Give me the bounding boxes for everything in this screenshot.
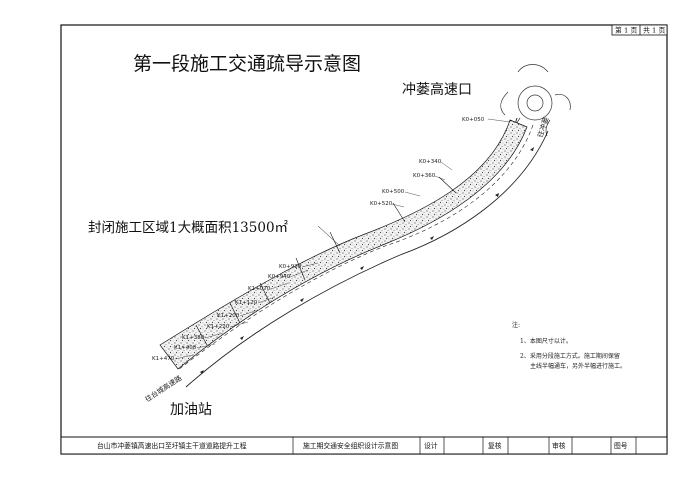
page-indicator: 第 1 页 共 1 页	[611, 24, 668, 36]
zone-label: 封闭施工区域1大概面积13500㎡	[88, 220, 289, 236]
zone-leader	[317, 225, 341, 247]
notes-heading: 注:	[512, 321, 520, 329]
station-label: K0+340	[419, 159, 442, 165]
station-label: K0+940	[268, 274, 291, 280]
station-label: K0+920	[279, 264, 302, 270]
station-label: K1+200	[217, 313, 240, 319]
notes-line: 主线半幅通车，另外半幅进行施工。	[530, 362, 626, 370]
road-label-top: 往冲蒌	[535, 116, 550, 139]
page-current: 第 1 页	[615, 26, 637, 35]
title-block: 台山市冲蒌镇高速出口至圩镇主干道道路提升工程 施工期交通安全组织设计示意图 设计…	[60, 436, 668, 455]
station-label: K1+220	[207, 324, 230, 330]
approve-label: 审核	[552, 441, 566, 450]
traffic-arrows	[200, 147, 534, 374]
closed-zone	[159, 119, 528, 370]
station-label: K1+120	[235, 300, 258, 306]
notes: 注: 1、本图尺寸以计。 2、采用分段施工方式。施工期间保留 主线半幅通车，另外…	[512, 321, 626, 370]
page-title: 第一段施工交通疏导示意图	[133, 53, 361, 75]
drawing-name: 施工期交通安全组织设计示意图	[303, 441, 398, 450]
station-label: K1+070	[248, 286, 271, 292]
design-label: 设计	[424, 441, 438, 450]
station-label: K1+400	[174, 345, 197, 351]
gas-station-label: 加油站	[170, 402, 212, 418]
review-label: 复核	[488, 441, 502, 450]
station-label: K0+050	[462, 117, 485, 123]
station-label: K1+470	[152, 356, 175, 362]
station-leaders	[174, 118, 511, 360]
road-label-bottom: 往台城高速路	[143, 373, 183, 403]
station-label: K0+360	[413, 173, 436, 179]
interchange-label: 冲蒌高速口	[402, 81, 472, 98]
notes-line: 2、采用分段施工方式。施工期间保留	[520, 352, 620, 360]
project-name: 台山市冲蒌镇高速出口至圩镇主干道道路提升工程	[97, 441, 247, 450]
page-total: 共 1 页	[643, 26, 665, 35]
station-label: K0+500	[382, 189, 405, 195]
drawing-no-label: 图号	[614, 442, 628, 450]
section-dividers	[195, 176, 457, 346]
notes-line: 1、本图尺寸以计。	[520, 337, 572, 345]
station-label: K1+380	[182, 335, 205, 341]
station-label: K0+520	[370, 201, 393, 207]
